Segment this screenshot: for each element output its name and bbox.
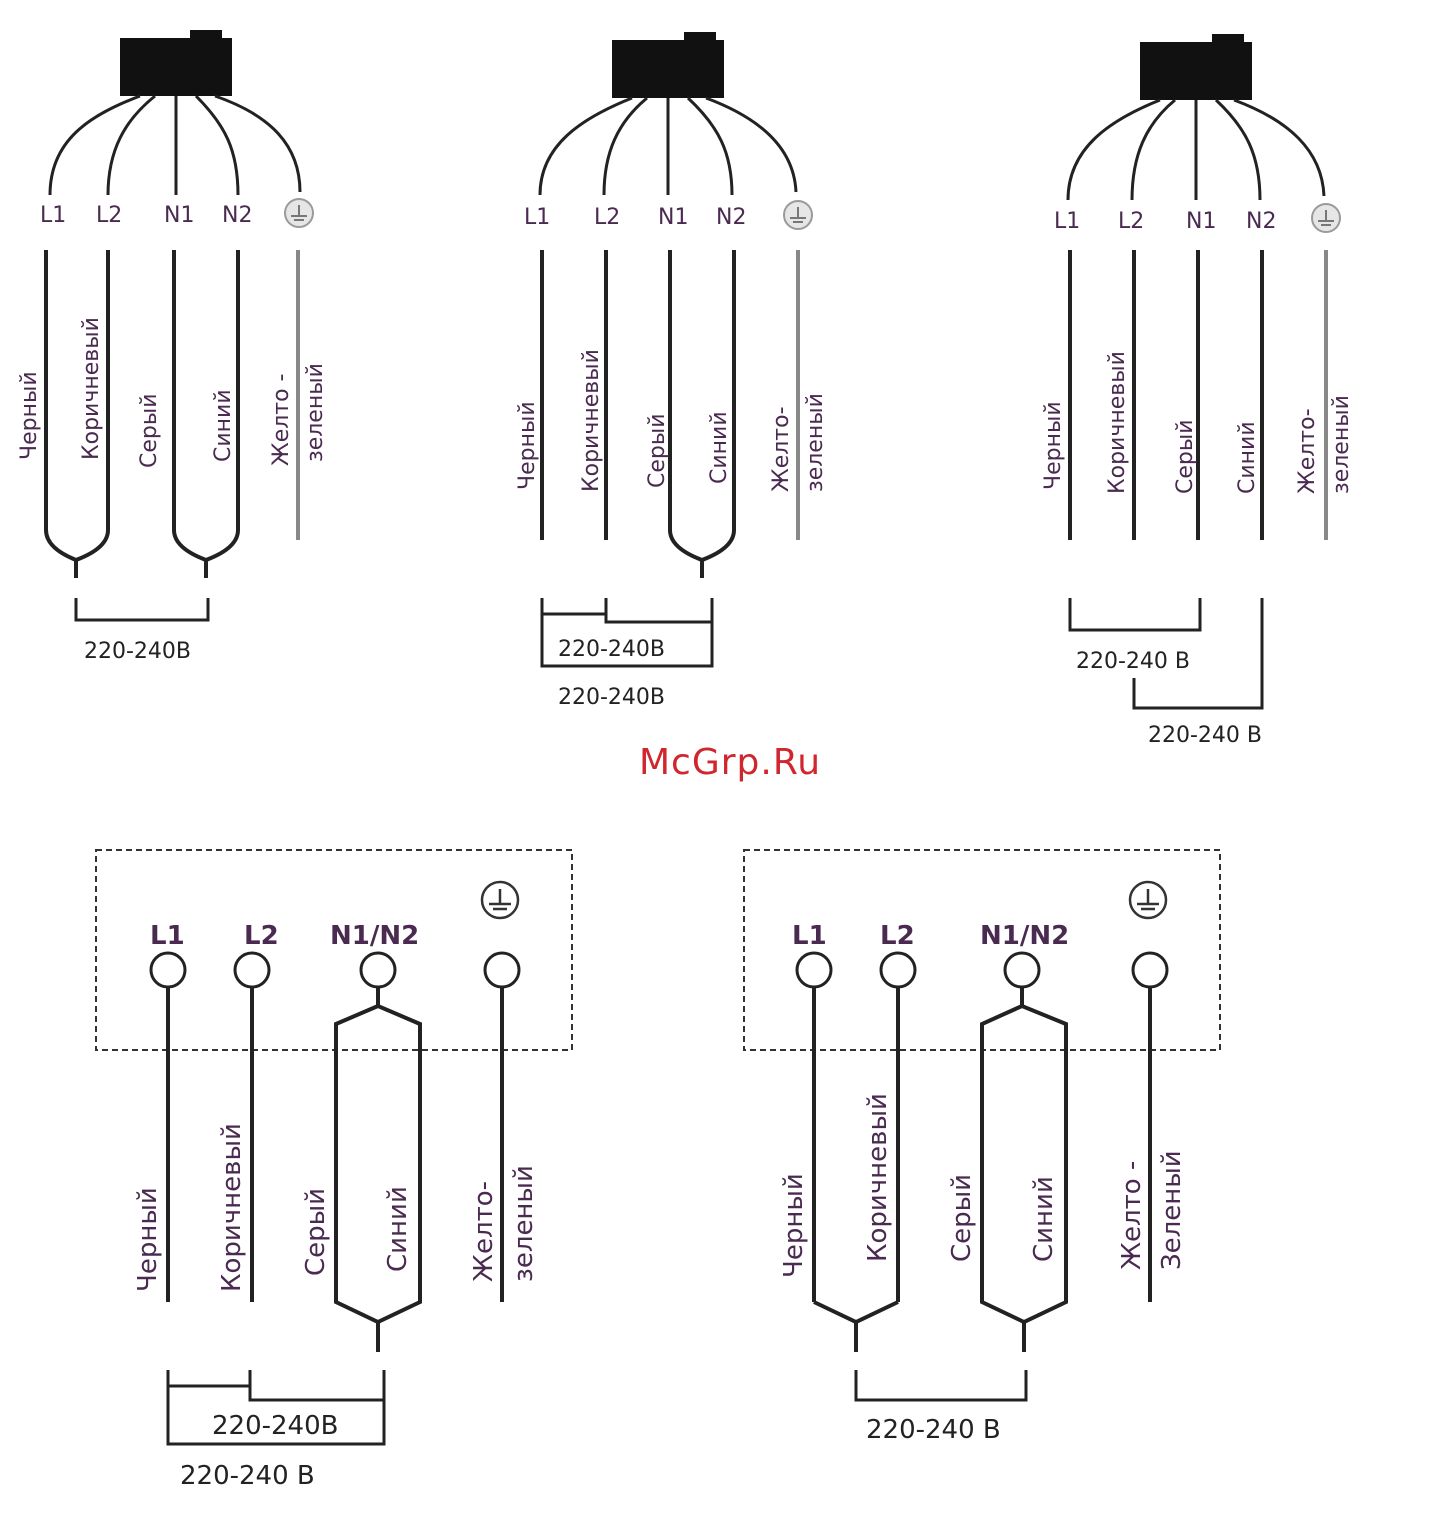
terminal-l2: L2	[244, 921, 279, 951]
wire-label-yellow-green-1: Желто -	[269, 373, 294, 466]
wire-label-yellow-green-2: зеленый	[803, 393, 828, 492]
wire-label-black: Черный	[779, 1173, 809, 1278]
wire-label-brown: Коричневый	[1105, 351, 1130, 494]
terminal-l2: L2	[1118, 209, 1144, 234]
wire-lines	[812, 987, 1152, 1402]
terminal-l1: L1	[150, 921, 185, 951]
cable-wires	[1066, 98, 1326, 201]
terminal-n1: N1	[164, 203, 194, 228]
wire-label-black: Черный	[17, 371, 42, 460]
terminal-n1: N1	[658, 205, 688, 230]
diagram-3: L1 L2 N1 N2 Черный Коричневый Серый Сини…	[1041, 34, 1354, 748]
terminal-n1: N1	[1186, 209, 1216, 234]
voltage-label-outer: 220-240В	[558, 685, 665, 710]
cable-block-tab	[684, 32, 716, 44]
voltage-label-1: 220-240 В	[1076, 649, 1190, 674]
cable-block	[612, 40, 724, 98]
diagram-1: L1 L2 N1 N2 Черный Коричневый Серый Сини…	[17, 30, 328, 664]
wire-label-blue: Синий	[1029, 1176, 1059, 1262]
terminal-n2: N2	[222, 203, 252, 228]
wire-label-yellow-green-1: Желто-	[769, 406, 794, 492]
cable-wires	[48, 94, 302, 196]
wire-lines	[540, 250, 800, 668]
wire-label-yellow-green-2: зеленый	[509, 1165, 539, 1282]
wire-label-grey: Серый	[301, 1188, 331, 1276]
terminal-l2: L2	[594, 205, 620, 230]
terminal-l2: L2	[96, 203, 122, 228]
terminal-l1: L1	[40, 203, 66, 228]
wire-label-brown: Коричневый	[79, 317, 104, 460]
wire-label-blue: Синий	[383, 1186, 413, 1272]
terminal-screws	[795, 951, 1169, 989]
wire-label-grey: Серый	[947, 1174, 977, 1262]
wire-label-black: Черный	[515, 401, 540, 490]
wire-lines	[166, 987, 504, 1446]
wire-label-brown: Коричневый	[863, 1093, 893, 1262]
cable-block-tab	[1212, 34, 1244, 46]
earth-icon	[480, 880, 520, 920]
wire-label-brown: Коричневый	[579, 349, 604, 492]
wire-label-yellow-green-1: Желто-	[469, 1181, 499, 1282]
cable-wires	[538, 96, 798, 196]
cable-block	[1140, 42, 1252, 100]
wire-label-blue: Синий	[707, 411, 732, 484]
voltage-label: 220-240В	[84, 639, 191, 664]
wire-label-brown: Коричневый	[217, 1123, 247, 1292]
voltage-label: 220-240 В	[866, 1415, 1001, 1445]
earth-icon	[1128, 880, 1168, 920]
voltage-label-outer: 220-240 В	[180, 1461, 315, 1491]
earth-icon	[1311, 203, 1341, 233]
voltage-label-inner: 220-240В	[558, 637, 665, 662]
diagram-5: L1 L2 N1/N2 Черный Коричневый Серый Сини…	[743, 849, 1221, 1445]
diagram-2: L1 L2 N1 N2 Черный Коричневый Серый Сини…	[515, 32, 828, 710]
wire-label-grey: Серый	[645, 413, 670, 488]
voltage-label-2: 220-240 В	[1148, 723, 1262, 748]
wire-label-blue: Синий	[211, 389, 236, 462]
terminal-n1n2: N1/N2	[330, 921, 419, 951]
cable-block-tab	[190, 30, 222, 42]
terminal-n2: N2	[1246, 209, 1276, 234]
watermark-text: McGrp.Ru	[638, 742, 822, 783]
terminal-l1: L1	[1054, 209, 1080, 234]
wire-label-yellow-green-1: Желто -	[1117, 1161, 1147, 1270]
earth-icon	[284, 198, 314, 228]
terminal-l2: L2	[880, 921, 915, 951]
terminal-l1: L1	[792, 921, 827, 951]
terminal-n2: N2	[716, 205, 746, 230]
wire-label-black: Черный	[133, 1187, 163, 1292]
wire-lines	[1068, 250, 1328, 710]
wire-label-grey: Серый	[137, 393, 162, 468]
wire-label-yellow-green-2: зеленый	[1329, 395, 1354, 494]
earth-icon	[783, 200, 813, 230]
terminal-n1n2: N1/N2	[980, 921, 1069, 951]
cable-block	[120, 38, 232, 96]
terminal-screws	[149, 951, 521, 989]
wire-label-yellow-green-1: Желто-	[1295, 408, 1320, 494]
wire-label-grey: Серый	[1173, 419, 1198, 494]
diagram-4: L1 L2 N1/N2 Черный Коричневый Серый Сини…	[95, 849, 573, 1491]
terminal-l1: L1	[524, 205, 550, 230]
wire-label-yellow-green-2: Зеленый	[1157, 1150, 1187, 1270]
wire-label-black: Черный	[1041, 401, 1066, 490]
wire-lines	[44, 250, 300, 622]
voltage-label-inner: 220-240В	[212, 1411, 338, 1441]
wire-label-yellow-green-2: зеленый	[303, 363, 328, 462]
wire-label-blue: Синий	[1235, 421, 1260, 494]
